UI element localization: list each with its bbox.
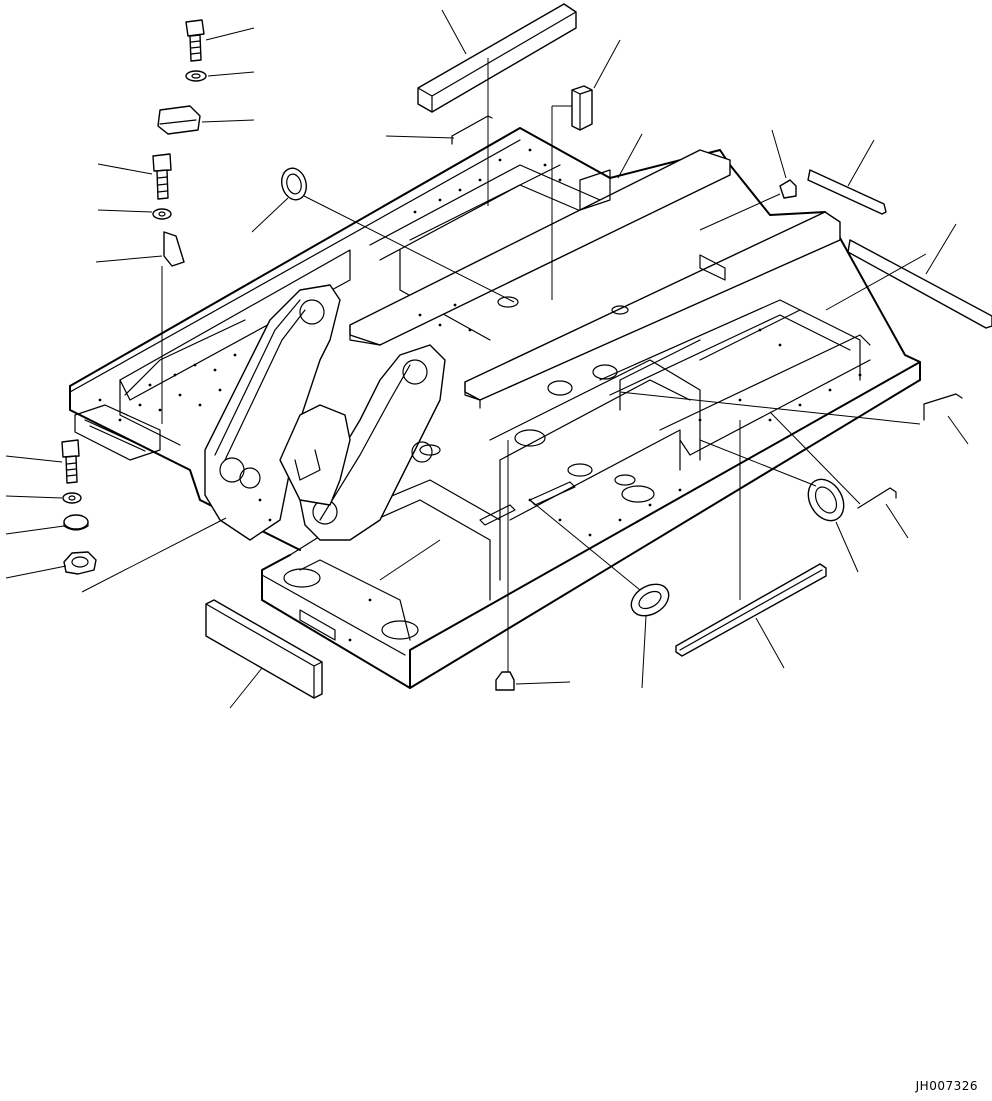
drawing-code: JH007326 — [915, 1079, 978, 1093]
cover-plate-icon — [417, 3, 577, 113]
plug-icon — [495, 671, 515, 691]
bolt-icon — [61, 439, 80, 484]
cap-icon — [63, 514, 89, 531]
clip-icon — [923, 393, 963, 421]
bolt-icon — [185, 19, 205, 62]
grommet-icon — [807, 478, 845, 522]
bracket-icon — [163, 231, 185, 267]
clip-icon — [451, 115, 493, 145]
cover-plate-icon — [205, 599, 323, 699]
seal-strip-icon — [807, 169, 887, 215]
revolving-frame — [69, 127, 921, 689]
washer-icon — [152, 208, 172, 220]
rubber-strip-icon — [779, 179, 797, 199]
block-icon — [571, 85, 593, 131]
washer-icon — [185, 70, 207, 82]
seal-strip-icon — [847, 239, 992, 329]
grommet-icon — [280, 167, 308, 201]
leader-lines — [5, 9, 969, 709]
bracket-plate-icon — [157, 105, 201, 135]
grommet-icon — [630, 583, 670, 617]
clip-icon — [857, 487, 897, 509]
washer-icon — [62, 492, 82, 504]
bolt-icon — [152, 153, 172, 200]
flange-cover-icon — [63, 551, 97, 575]
seal-strip-icon — [675, 563, 827, 657]
